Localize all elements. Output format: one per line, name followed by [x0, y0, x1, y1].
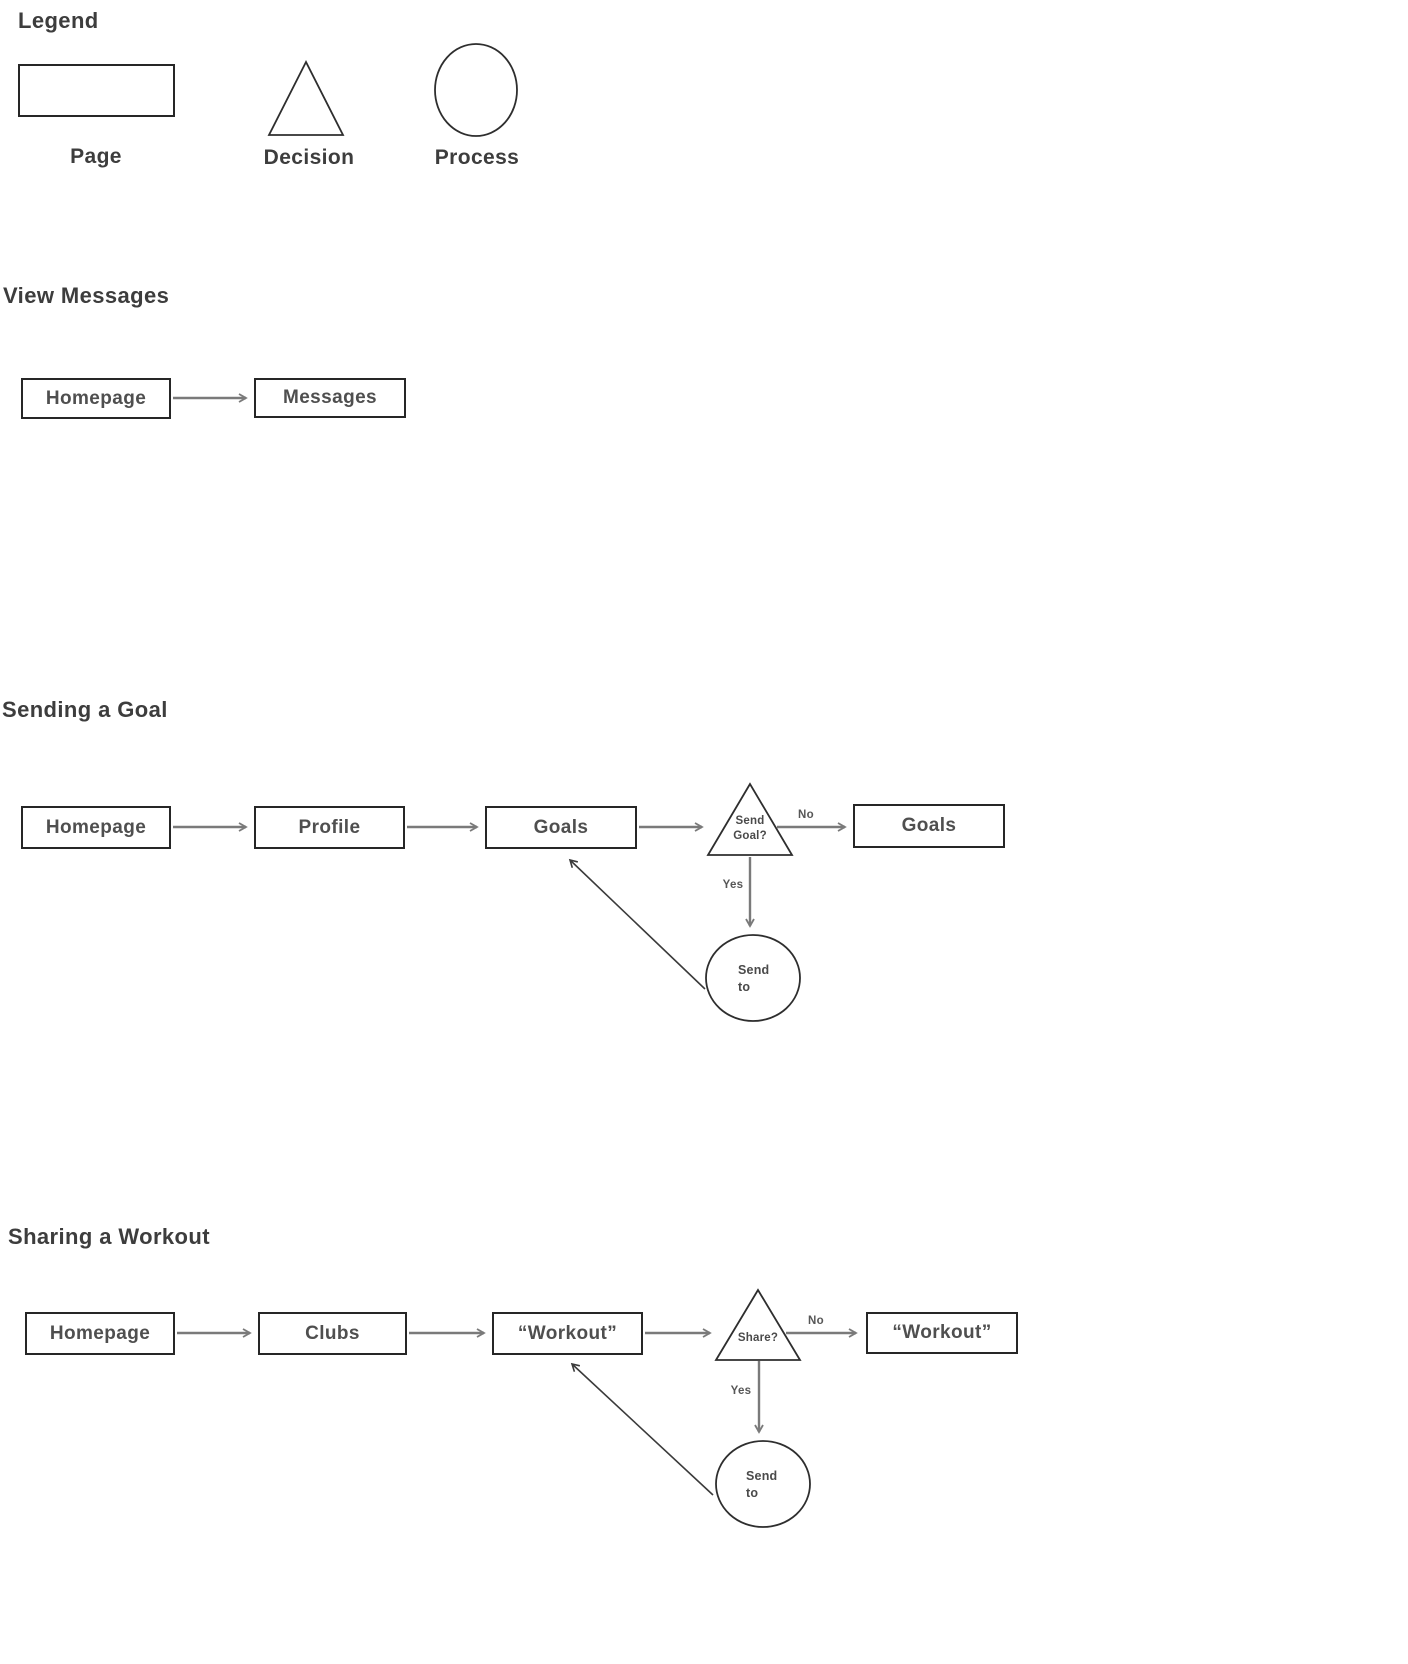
legend-title: Legend — [18, 8, 99, 33]
legend-page-label: Page — [70, 145, 122, 168]
send-to-2-line2: to — [746, 1486, 759, 1500]
legend-decision-label: Decision — [263, 146, 355, 169]
share-decision-label: Share? — [737, 1332, 779, 1344]
share-decision-triangle — [714, 1288, 802, 1361]
sending-goal-title: Sending a Goal — [2, 697, 168, 722]
legend-decision-triangle — [267, 60, 345, 136]
view-messages-title: View Messages — [3, 283, 170, 308]
legend-process-label: Process — [434, 146, 520, 169]
legend-process-circle — [434, 43, 518, 137]
send-to-process-circle-2 — [715, 1440, 811, 1528]
edge-label-yes-1: Yes — [722, 879, 744, 891]
edge-label-no-1: No — [798, 809, 814, 821]
node-workout-1: “Workout” — [492, 1312, 643, 1355]
node-goals-1: Goals — [485, 806, 637, 849]
edge-label-no-2: No — [808, 1315, 824, 1327]
send-goal-decision-line1: Send — [735, 815, 765, 827]
sharing-workout-title: Sharing a Workout — [8, 1224, 210, 1249]
arrow-send-to-back-to-goals — [568, 858, 706, 990]
node-profile: Profile — [254, 806, 405, 849]
edge-label-yes-2: Yes — [730, 1385, 752, 1397]
node-clubs: Clubs — [258, 1312, 407, 1355]
send-to-line1: Send — [738, 963, 770, 977]
send-to-process-circle — [705, 934, 801, 1022]
send-to-process-label-2: Send to — [746, 1468, 777, 1502]
send-to-line2: to — [738, 980, 751, 994]
send-to-process-label-1: Send to — [738, 962, 769, 996]
node-homepage-3: Homepage — [25, 1312, 175, 1355]
send-goal-decision-triangle — [706, 782, 794, 856]
node-goals-2: Goals — [853, 804, 1005, 848]
node-homepage-2: Homepage — [21, 806, 171, 849]
send-goal-decision-line2: Goal? — [733, 830, 767, 842]
send-to-2-line1: Send — [746, 1469, 778, 1483]
arrow-send-to-back-to-workout — [570, 1362, 714, 1496]
node-workout-2: “Workout” — [866, 1312, 1018, 1354]
legend-page-shape — [18, 64, 175, 117]
node-messages: Messages — [254, 378, 406, 418]
send-goal-decision-label: Send Goal? — [718, 814, 782, 844]
node-homepage-1: Homepage — [21, 378, 171, 419]
